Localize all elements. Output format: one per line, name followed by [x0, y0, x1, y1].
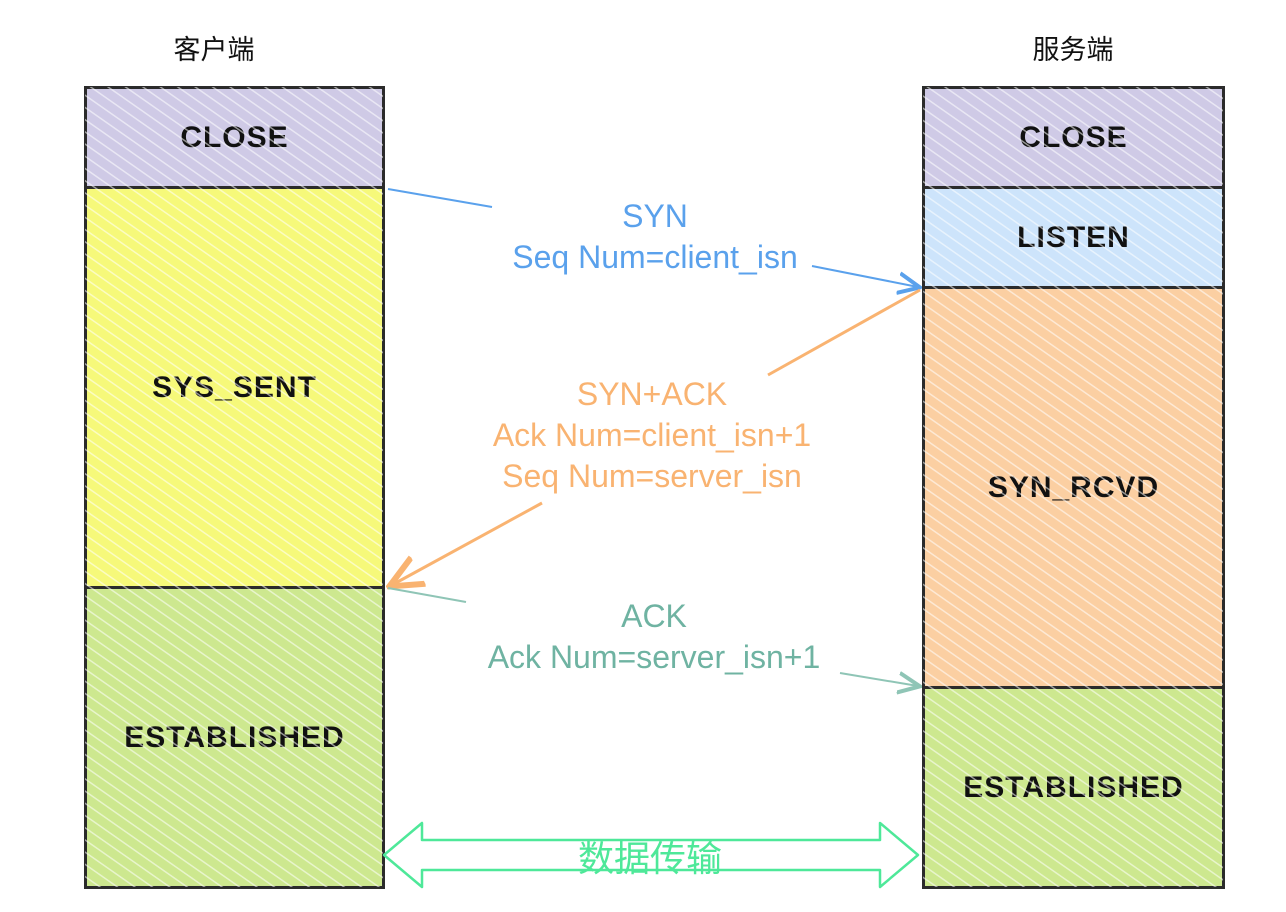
- ack-num-label: Ack Num=server_isn+1: [487, 639, 821, 675]
- synack-arrow-tail: [767, 288, 921, 377]
- syn-seq-label: Seq Num=client_isn: [512, 239, 798, 275]
- syn-message: SYN Seq Num=client_isn: [490, 196, 820, 278]
- synack-message: SYN+ACK Ack Num=client_isn+1 Seq Num=ser…: [452, 374, 852, 497]
- synack-label: SYN+ACK: [576, 376, 728, 412]
- server-state-listen: LISTEN: [922, 186, 1225, 289]
- server-title: 服务端: [1032, 35, 1114, 65]
- syn-arrow-tail: [387, 188, 493, 208]
- synack-arrow-head: [392, 501, 543, 585]
- client-state-close: CLOSE: [84, 86, 385, 189]
- client-state-established: ESTABLISHED: [84, 586, 385, 889]
- ack-label: ACK: [621, 598, 687, 634]
- ack-arrow-tail: [387, 587, 467, 603]
- server-state-syn-rcvd: SYN_RCVD: [922, 286, 1225, 689]
- client-title: 客户端: [173, 35, 255, 65]
- ack-arrow-head: [839, 673, 918, 686]
- synack-ack-label: Ack Num=client_isn+1: [492, 417, 812, 453]
- syn-label: SYN: [622, 198, 688, 234]
- client-state-sys-sent: SYS_SENT: [84, 186, 385, 589]
- data-transfer-label: 数据传输: [577, 838, 722, 879]
- synack-seq-label: Seq Num=server_isn: [502, 458, 802, 494]
- server-state-close: CLOSE: [922, 86, 1225, 189]
- syn-arrow-head: [811, 265, 918, 287]
- server-state-established: ESTABLISHED: [922, 686, 1225, 889]
- ack-message: ACK Ack Num=server_isn+1: [462, 596, 846, 678]
